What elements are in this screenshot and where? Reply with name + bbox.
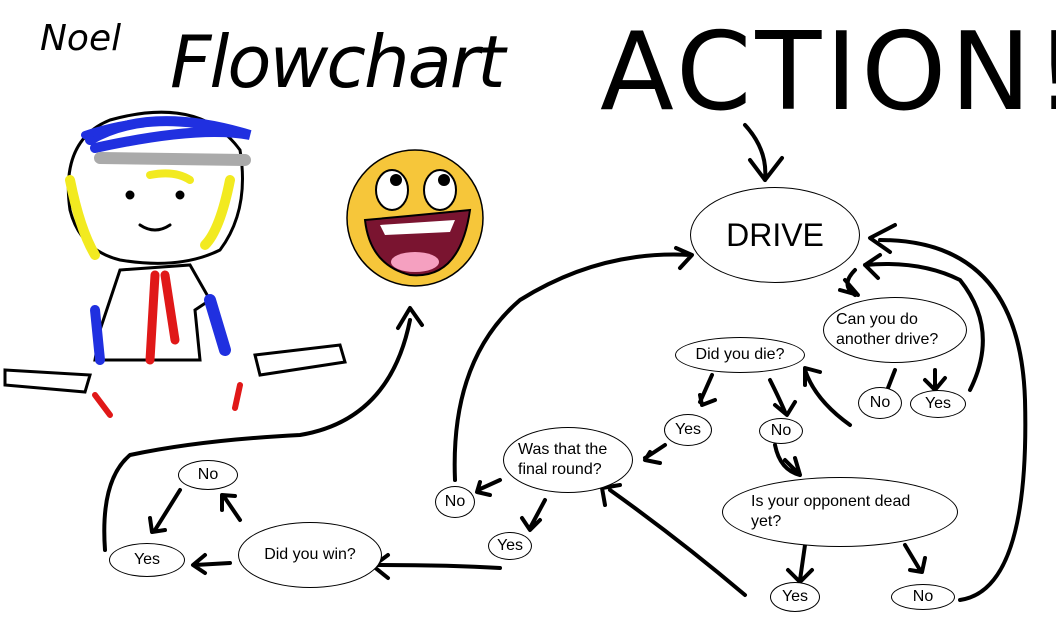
title-noel: Noel: [40, 18, 122, 59]
label: Is your opponent dead yet?: [751, 493, 911, 530]
node-another-drive-yes: Yes: [910, 390, 966, 418]
node-die-yes: Yes: [664, 414, 712, 446]
flow-arrows: [102, 123, 1028, 602]
node-opponent-yes: Yes: [770, 582, 820, 612]
node-opponent-no: No: [891, 584, 955, 610]
node-drive-label: DRIVE: [726, 217, 824, 253]
label: Yes: [924, 395, 952, 412]
label: Yes: [781, 588, 809, 605]
node-win-yes: Yes: [109, 543, 185, 577]
node-win-no: No: [178, 460, 238, 490]
label: No: [770, 422, 792, 439]
node-final-round-no: No: [435, 486, 475, 518]
node-another-drive: Can you do another drive?: [823, 297, 967, 363]
node-did-you-win: Did you win?: [238, 522, 382, 588]
node-final-round-yes: Yes: [488, 532, 532, 560]
node-another-drive-label: Can you do another drive?: [836, 311, 939, 348]
label: Did you win?: [264, 546, 356, 563]
node-final-round: Was that the final round?: [503, 427, 633, 493]
label: Was that the final round?: [518, 441, 608, 478]
label: Yes: [496, 537, 524, 554]
label: No: [444, 493, 466, 510]
node-opponent-dead: Is your opponent dead yet?: [722, 477, 958, 547]
smiley-face-icon: [346, 149, 484, 287]
title-flowchart: Flowchart: [170, 20, 506, 104]
label: No: [869, 394, 891, 411]
node-drive: DRIVE: [690, 187, 860, 283]
label: Yes: [133, 551, 161, 568]
node-did-you-die-label: Did you die?: [695, 346, 785, 363]
node-another-drive-no: No: [858, 387, 902, 419]
label: Yes: [674, 421, 702, 438]
node-die-no: No: [759, 418, 803, 444]
noel-character-drawing: [3, 110, 347, 418]
node-did-you-die: Did you die?: [675, 337, 805, 373]
label: No: [912, 588, 934, 605]
label: No: [197, 466, 219, 483]
title-action: ACTION!: [600, 10, 1056, 135]
